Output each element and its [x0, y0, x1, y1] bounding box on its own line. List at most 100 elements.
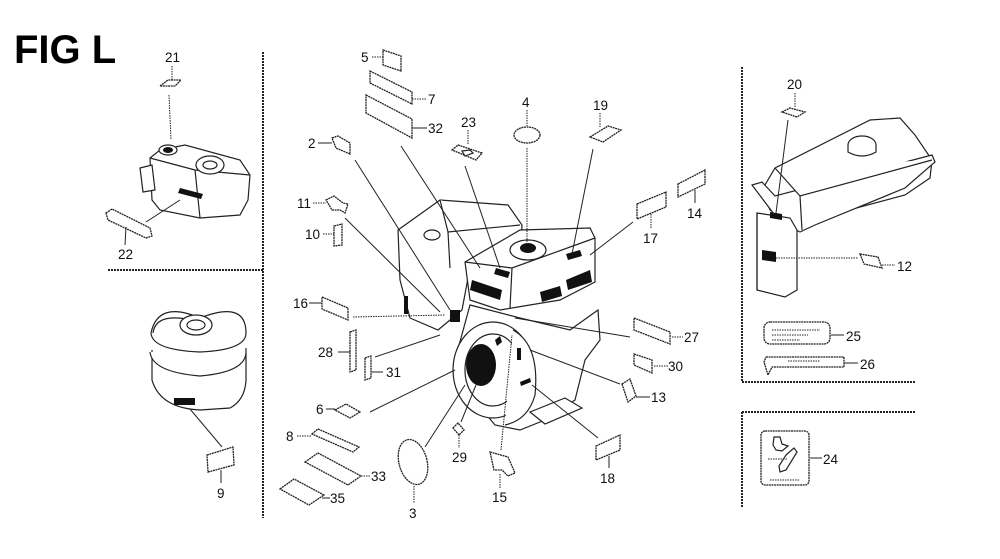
panel-separators [108, 52, 915, 518]
callout-16[interactable]: 16 [293, 296, 446, 321]
callout-31[interactable]: 31 [364, 334, 441, 381]
part-22-decal[interactable] [105, 208, 153, 239]
engine-drawing [397, 199, 601, 431]
callout-label-9: 9 [217, 486, 225, 501]
part-3-gasket[interactable] [394, 436, 433, 488]
callout-11[interactable]: 11 [297, 195, 441, 313]
part-25-label[interactable] [763, 321, 831, 345]
callout-24[interactable]: 24 [760, 430, 839, 486]
callout-26[interactable]: 26 [763, 356, 875, 377]
callout-8[interactable]: 8 [286, 428, 361, 453]
callout-label-29: 29 [452, 450, 467, 465]
part-27-decal[interactable] [633, 317, 671, 345]
part-20-decal[interactable] [780, 107, 807, 118]
callout-22[interactable]: 22 [105, 199, 181, 262]
part-31-decal[interactable] [364, 355, 372, 381]
callout-23[interactable]: 23 [450, 115, 501, 269]
part-15-decal[interactable] [489, 451, 516, 477]
callout-label-30: 30 [668, 359, 683, 374]
callout-label-4: 4 [522, 95, 530, 110]
callout-10[interactable]: 10 [305, 223, 343, 247]
callout-label-13: 13 [651, 390, 666, 405]
callout-6[interactable]: 6 [316, 369, 456, 419]
callout-label-12: 12 [897, 259, 912, 274]
part-4-decal[interactable] [513, 126, 541, 144]
callout-5[interactable]: 5 [361, 49, 402, 72]
part-17-decal[interactable] [636, 191, 667, 220]
part-33-decal[interactable] [303, 452, 363, 486]
callout-30[interactable]: 30 [633, 353, 683, 375]
callout-label-14: 14 [687, 206, 703, 221]
panel-engine: 5 7 32 2 23 [278, 49, 706, 521]
callout-20[interactable]: 20 [775, 77, 807, 214]
callout-32[interactable]: 32 [365, 93, 481, 269]
callout-label-5: 5 [361, 50, 369, 65]
callout-label-2: 2 [308, 136, 316, 151]
callout-label-11: 11 [297, 196, 311, 211]
callout-13[interactable]: 13 [529, 349, 666, 405]
callout-19[interactable]: 19 [571, 98, 623, 255]
callout-label-8: 8 [286, 429, 294, 444]
small-fuel-tank-drawing [139, 144, 251, 219]
part-26-label[interactable] [763, 356, 845, 377]
part-11-arrow-decal[interactable] [325, 195, 349, 214]
callout-label-28: 28 [318, 345, 333, 360]
part-9-decal[interactable] [206, 446, 235, 473]
part-28-decal[interactable] [349, 329, 357, 373]
callout-27[interactable]: 27 [514, 317, 699, 345]
callout-label-31: 31 [386, 365, 401, 380]
callout-29[interactable]: 29 [452, 384, 477, 465]
part-12-decal[interactable] [858, 253, 884, 269]
part-7-decal[interactable] [369, 69, 413, 106]
callout-9[interactable]: 9 [189, 408, 235, 501]
callout-label-20: 20 [787, 77, 802, 92]
part-19-decal[interactable] [588, 125, 623, 143]
callout-4[interactable]: 4 [513, 95, 541, 245]
part-2-decal[interactable] [331, 135, 351, 155]
callout-12[interactable]: 12 [776, 253, 912, 274]
part-5-decal[interactable] [382, 49, 402, 72]
callout-7[interactable]: 7 [369, 69, 436, 107]
part-13-decal[interactable] [621, 378, 637, 404]
callout-label-33: 33 [371, 469, 386, 484]
callout-label-22: 22 [118, 247, 133, 262]
callout-label-35: 35 [330, 491, 345, 506]
callout-label-10: 10 [305, 227, 320, 242]
callout-14[interactable]: 14 [677, 168, 706, 221]
callout-3[interactable]: 3 [394, 384, 466, 521]
callout-33[interactable]: 33 [303, 452, 386, 486]
callout-18[interactable]: 18 [531, 384, 621, 486]
part-18-decal[interactable] [595, 433, 621, 461]
callout-label-24: 24 [823, 452, 839, 467]
part-14-decal[interactable] [677, 168, 706, 199]
part-29-decal[interactable] [452, 422, 465, 436]
callout-25[interactable]: 25 [763, 321, 861, 345]
callout-label-18: 18 [600, 471, 615, 486]
part-35-decal[interactable] [278, 478, 326, 506]
callout-35[interactable]: 35 [278, 478, 345, 506]
callout-28[interactable]: 28 [318, 329, 357, 373]
callout-label-21: 21 [165, 50, 180, 65]
part-6-decal[interactable] [333, 403, 362, 419]
callout-17[interactable]: 17 [589, 191, 667, 256]
callout-15[interactable]: 15 [489, 334, 516, 505]
callout-label-15: 15 [492, 490, 507, 505]
part-32-decal[interactable] [365, 93, 413, 140]
callout-label-25: 25 [846, 329, 861, 344]
part-16-decal[interactable] [321, 296, 349, 321]
callout-label-32: 32 [428, 121, 443, 136]
panel-large-fuel-tank: 20 12 25 26 [751, 77, 936, 377]
callout-label-16: 16 [293, 296, 308, 311]
callout-label-23: 23 [461, 115, 476, 130]
callout-2[interactable]: 2 [308, 135, 451, 311]
panel-small-fuel-tank: 21 22 [105, 50, 251, 262]
part-8-decal[interactable] [310, 428, 361, 453]
callout-label-26: 26 [860, 357, 875, 372]
panel-warning-label: 24 [760, 430, 839, 486]
part-21-decal[interactable] [158, 79, 183, 87]
part-30-decal[interactable] [633, 353, 653, 375]
part-10-decal[interactable] [333, 223, 343, 247]
callout-21[interactable]: 21 [158, 50, 183, 141]
callout-label-3: 3 [409, 506, 417, 521]
